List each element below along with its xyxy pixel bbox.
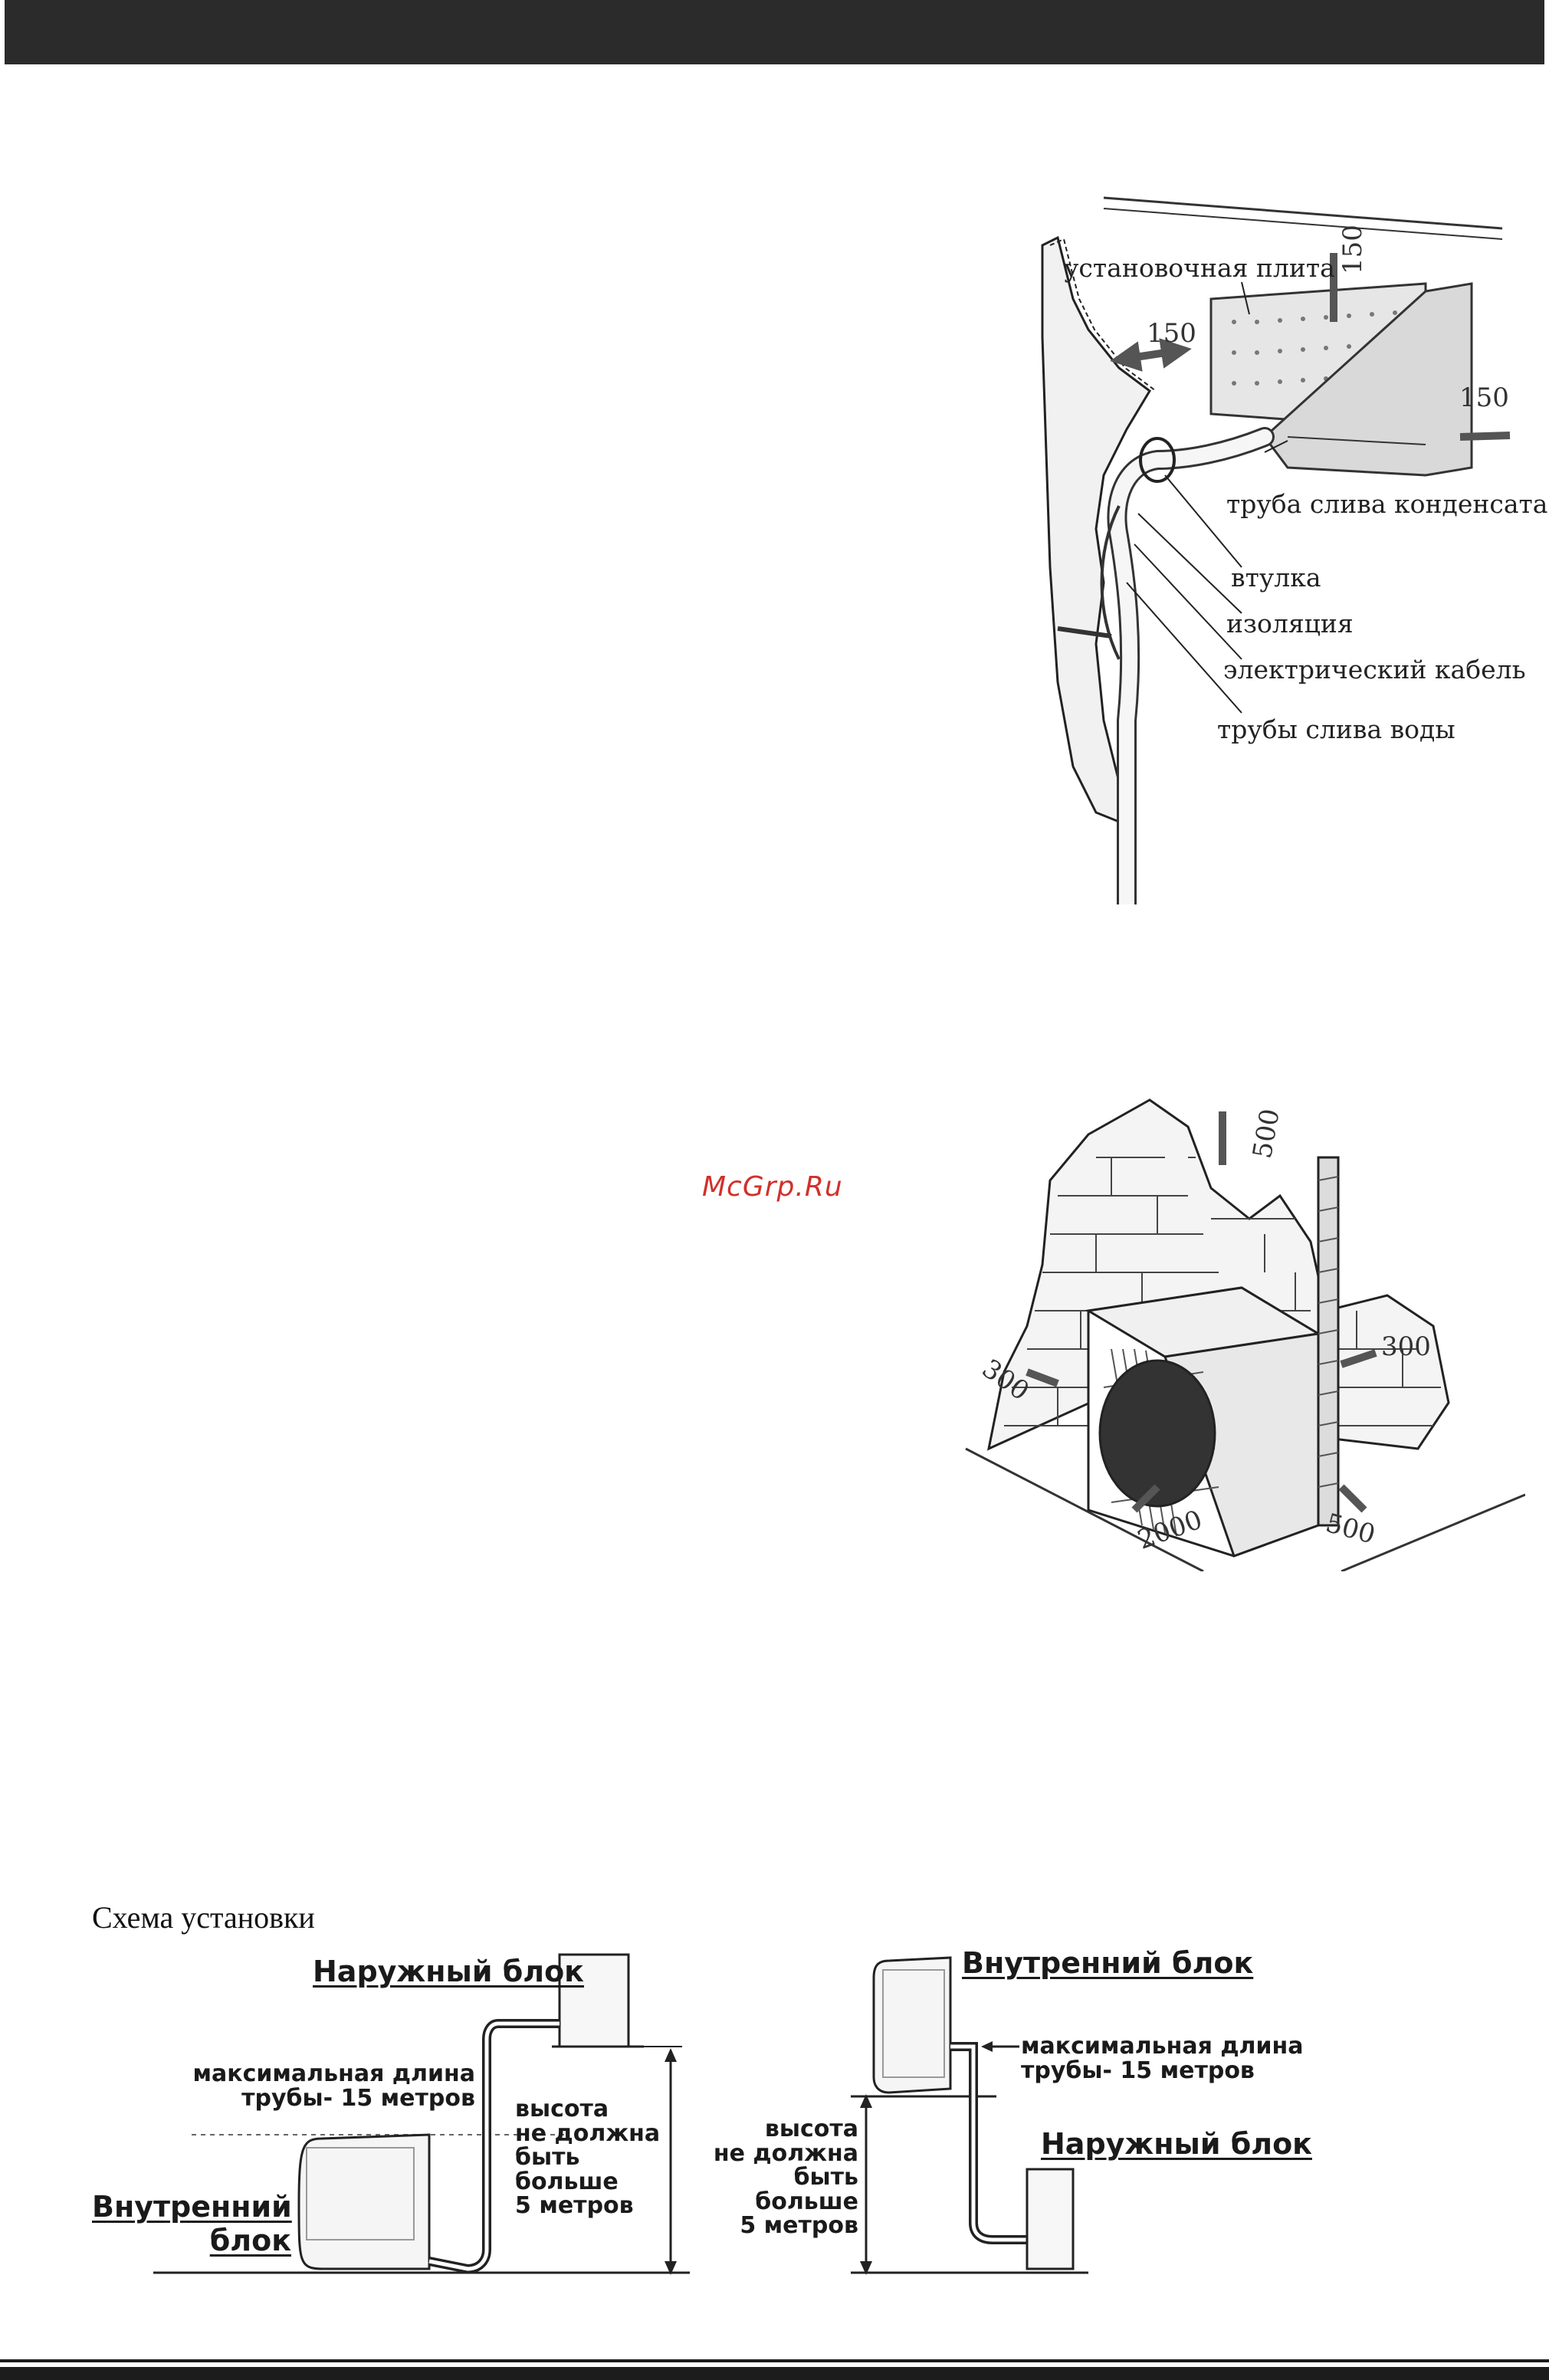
condensate-pipe-label: труба слива конденсата bbox=[1226, 489, 1548, 519]
left-indoor-unit-line1: Внутренний bbox=[92, 2190, 292, 2224]
left-max-length-line2: трубы- 15 метров bbox=[241, 2084, 475, 2112]
right-height-line5: 5 метров bbox=[740, 2212, 858, 2239]
top-clearance-value: 500 bbox=[1247, 1106, 1286, 1161]
right-indoor-unit-label: Внутренний блок bbox=[962, 1946, 1254, 1980]
left-height-line3: быть bbox=[515, 2144, 580, 2171]
left-height-line5: 5 метров bbox=[515, 2192, 634, 2219]
left-height-line4: больше bbox=[515, 2168, 619, 2195]
right-max-length-label: максимальная длина трубы- 15 метров bbox=[1021, 2034, 1304, 2083]
scheme-right bbox=[843, 1947, 1380, 2284]
footer-rule-thin bbox=[0, 2359, 1549, 2362]
scheme-left bbox=[107, 1947, 736, 2284]
right-height-line2: не должна bbox=[713, 2139, 858, 2167]
indoor-unit-drawing bbox=[1041, 196, 1511, 904]
right-max-length-line1: максимальная длина bbox=[1021, 2033, 1304, 2060]
left-clearance-value: 150 bbox=[1147, 318, 1196, 349]
top-clearance-value: 150 bbox=[1337, 225, 1368, 274]
left-indoor-unit-label: Внутренний блок bbox=[92, 2190, 292, 2257]
left-height-label: высота не должна быть больше 5 метров bbox=[515, 2097, 660, 2218]
drain-pipes-label: трубы слива воды bbox=[1217, 714, 1455, 744]
right-height-line1: высота bbox=[764, 2116, 858, 2142]
right-height-label: высота не должна быть больше 5 метров bbox=[674, 2117, 858, 2238]
left-max-length-line1: максимальная длина bbox=[192, 2060, 475, 2087]
scheme-title: Схема установки bbox=[92, 1900, 315, 1935]
outdoor-unit-figure: 500 300 300 2000 500 bbox=[958, 1081, 1525, 1571]
sleeve-label: втулка bbox=[1231, 563, 1321, 593]
left-height-line2: не должна bbox=[515, 2119, 661, 2147]
mounting-plate-label: установочная плита bbox=[1064, 253, 1335, 283]
left-max-length-label: максимальная длина трубы- 15 метров bbox=[184, 2062, 475, 2110]
outdoor-unit-drawing bbox=[965, 1098, 1525, 1571]
right-outdoor-unit-label: Наружный блок bbox=[1041, 2127, 1312, 2161]
header-bar bbox=[5, 0, 1544, 64]
right-height-line3: быть bbox=[793, 2164, 858, 2191]
scheme-right-drawing bbox=[851, 1956, 1088, 2275]
left-outdoor-unit-label: Наружный блок bbox=[313, 1955, 584, 1988]
left-indoor-unit-line2: блок bbox=[209, 2223, 291, 2257]
footer-rule-thick bbox=[0, 2367, 1549, 2380]
right-clearance-value: 300 bbox=[1381, 1331, 1431, 1362]
watermark: McGrp.Ru bbox=[702, 1171, 843, 1203]
right-height-line4: больше bbox=[755, 2188, 858, 2215]
insulation-label: изоляция bbox=[1226, 609, 1354, 638]
right-max-length-line2: трубы- 15 метров bbox=[1021, 2057, 1255, 2084]
indoor-unit-figure: установочная плита труба слива конденсат… bbox=[1012, 184, 1547, 904]
scheme-left-drawing bbox=[153, 1953, 690, 2275]
electric-cable-label: электрический кабель bbox=[1223, 655, 1526, 684]
left-height-line1: высота bbox=[515, 2096, 609, 2122]
right-clearance-value: 150 bbox=[1459, 382, 1509, 413]
